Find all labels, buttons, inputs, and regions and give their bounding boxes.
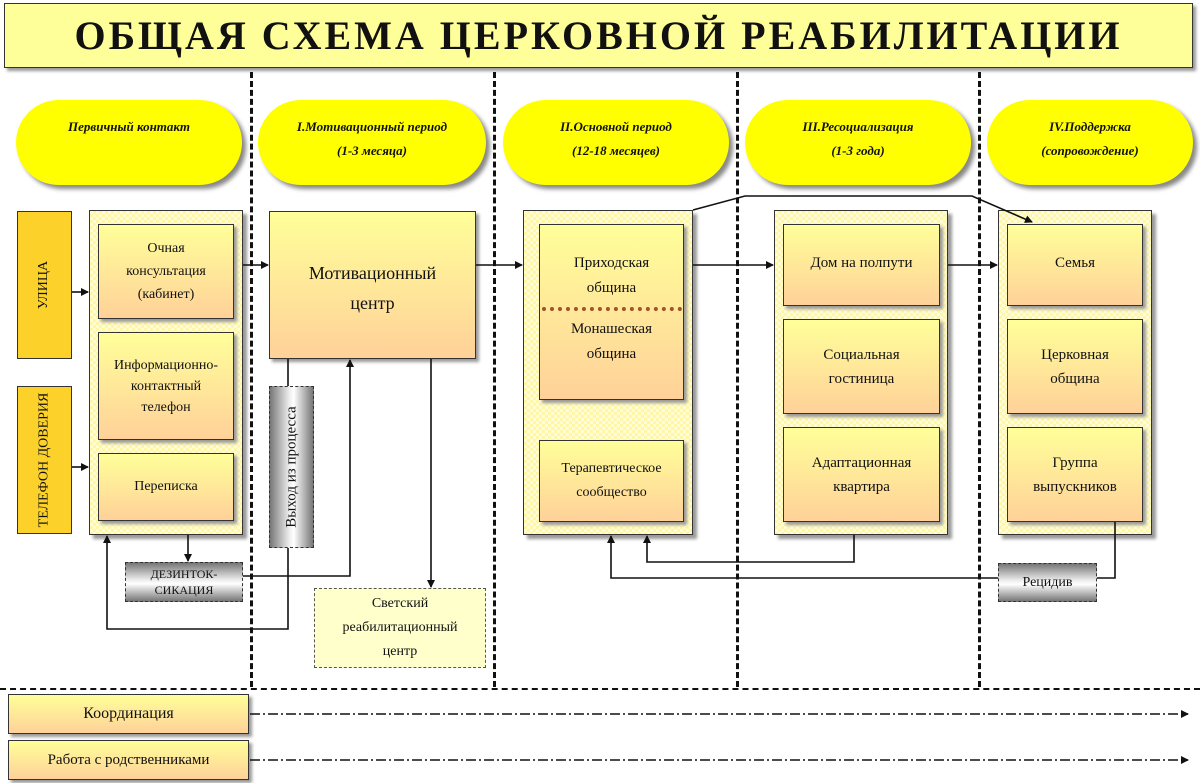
phase-duration: (12-18 месяцев) (571, 143, 661, 158)
phase-duration: (сопровождение) (1041, 143, 1139, 158)
phase-duration: (1-3 месяца) (337, 143, 407, 158)
box-detox: ДЕЗИНТОК- СИКАЦИЯ (125, 562, 243, 602)
source-street: УЛИЦА (17, 211, 72, 359)
box-text: Приходская (573, 255, 650, 271)
box-text: Церковная (1041, 346, 1109, 363)
box-text: выпускников (1033, 478, 1117, 495)
box-text: телефон (141, 399, 191, 415)
source-label: ТЕЛЕФОН ДОВЕРИЯ (36, 392, 52, 528)
box-text: ДЕЗИНТОК- (150, 567, 218, 581)
box-text: (кабинет) (137, 287, 195, 302)
box-text: Выход из процесса (283, 406, 300, 528)
box-text: центр (382, 644, 418, 659)
arrow-adaptation-to-main (643, 535, 855, 563)
box-motivation-center: Мотивационный центр (269, 211, 476, 359)
diagram-title: ОБЩАЯ СХЕМА ЦЕРКОВНОЙ РЕАБИЛИТАЦИИ (4, 3, 1193, 68)
box-relatives-work: Работа с родственниками (8, 740, 249, 780)
phase-label: Первичный контакт (68, 119, 190, 134)
phase-motivation: I.Мотивационный период (1-3 месяца) (258, 100, 486, 185)
phase-main: II.Основной период (12-18 месяцев) (503, 100, 729, 185)
box-text: Семья (1054, 255, 1096, 271)
box-text: Терапевтическое (561, 461, 662, 476)
phase-resocialization: III.Ресоциализация (1-3 года) (745, 100, 971, 185)
phase-label: IV.Поддержка (1049, 119, 1131, 134)
box-halfway-house: Дом на полпути (783, 224, 940, 306)
phase-duration: (1-3 года) (831, 143, 885, 158)
box-text: Монашеская (570, 321, 652, 337)
box-text: Светский (371, 596, 429, 611)
phase-separator (978, 72, 981, 687)
arrow-relapse-to-main (607, 535, 998, 579)
box-graduates-group: Группа выпускников (1007, 427, 1143, 522)
phase-separator (736, 72, 739, 687)
phase-separator (250, 72, 253, 687)
phase-label: II.Основной период (560, 119, 672, 134)
box-therapeutic-community: Терапевтическое сообщество (539, 440, 684, 522)
box-text: Социальная (823, 346, 900, 363)
box-text: сообщество (576, 485, 647, 500)
box-relapse: Рецидив (998, 563, 1097, 602)
box-secular-center: Светский реабилитационный центр (314, 588, 486, 668)
box-text: реабилитационный (342, 620, 458, 635)
source-label: УЛИЦА (36, 260, 52, 310)
dotted-divider (541, 307, 682, 311)
box-text: Очная (147, 241, 185, 256)
box-text: Рецидив (1022, 574, 1073, 590)
box-text: Мотивационный (308, 263, 437, 283)
box-text: община (586, 280, 637, 296)
box-in-person-consultation: Очная консультация (кабинет) (98, 224, 234, 319)
box-text: Дом на полпути (810, 255, 913, 271)
box-text: община (586, 346, 637, 362)
box-text: община (1050, 370, 1100, 387)
bottom-separator (0, 688, 1200, 690)
phase-separator (493, 72, 496, 687)
box-text: гостиница (828, 370, 895, 387)
source-hotline: ТЕЛЕФОН ДОВЕРИЯ (17, 386, 72, 534)
box-text: контактный (130, 378, 202, 394)
box-text: Информационно- (113, 357, 219, 373)
phase-label: III.Ресоциализация (802, 119, 914, 134)
box-text: Адаптационная (811, 454, 912, 471)
box-text: Работа с родственниками (47, 751, 210, 768)
box-social-hotel: Социальная гостиница (783, 319, 940, 414)
box-text: квартира (833, 478, 890, 495)
box-adaptation-apartment: Адаптационная квартира (783, 427, 940, 522)
box-coordination: Координация (8, 694, 249, 734)
box-text: Переписка (134, 479, 198, 494)
box-text: Координация (83, 705, 174, 722)
box-church-community: Церковная община (1007, 319, 1143, 414)
box-text: Группа (1052, 454, 1098, 471)
box-parish-monastic: Приходская община Монашеская община (539, 224, 684, 400)
phase-support: IV.Поддержка (сопровождение) (987, 100, 1193, 185)
box-text: СИКАЦИЯ (154, 583, 214, 597)
phase-label: I.Мотивационный период (296, 119, 448, 134)
box-info-phone: Информационно- контактный телефон (98, 332, 234, 440)
box-family: Семья (1007, 224, 1143, 306)
box-text: консультация (126, 264, 206, 279)
box-correspondence: Переписка (98, 453, 234, 521)
box-exit-process: Выход из процесса (269, 386, 314, 548)
box-text: центр (350, 293, 395, 313)
phase-primary-contact: Первичный контакт (16, 100, 242, 185)
